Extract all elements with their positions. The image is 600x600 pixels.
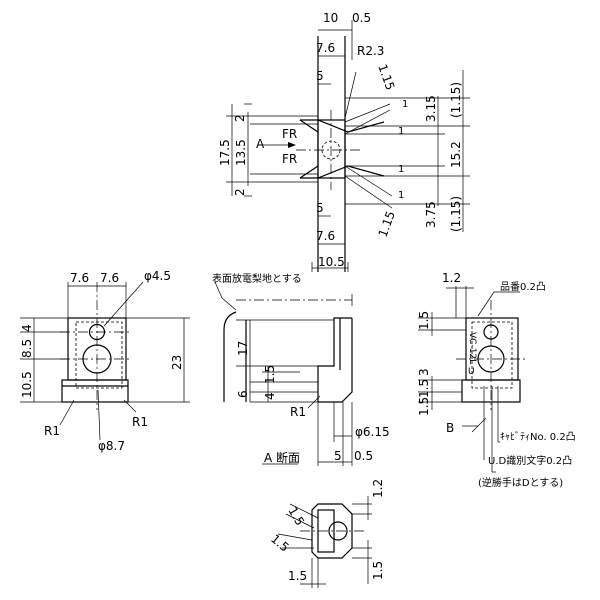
dim-6: 6	[236, 390, 250, 398]
dim-7-6-bottom: 7.6	[316, 229, 335, 243]
note-cavity: ｷｬﾋﾞﾃｨNo. 0.2凸	[500, 431, 576, 443]
engrave-text: VC-12L	[467, 332, 477, 364]
dim-1-5-a: 1.5	[417, 379, 431, 398]
dim-1-5-a: 1.5	[285, 505, 307, 529]
dim-1-5-c: 1.5	[288, 569, 307, 583]
dim-15-2: 15.2	[449, 141, 463, 168]
num-1-a: 1	[402, 99, 408, 110]
section-title: A 断面	[264, 450, 300, 465]
bottom-view: 1.5 1.2 1.5 1.5 1.5	[268, 479, 385, 588]
note-reverse: (逆勝手はDとする)	[478, 476, 563, 489]
dim-7-6-top: 7.6	[316, 41, 335, 55]
dim-17-5: 17.5	[218, 139, 232, 166]
dim-13-5: 13.5	[234, 139, 248, 166]
num-1-d: 1	[398, 190, 404, 201]
engrave-u: U	[468, 367, 475, 377]
dim-0-5: 0.5	[354, 449, 373, 463]
dim-3-75: 3.75	[424, 201, 438, 228]
dim-1-5: 1.5	[263, 365, 277, 384]
dim-phi-6-15: φ6.15	[355, 425, 390, 439]
label-fr-lower: FR	[282, 152, 297, 166]
dim-1-5-b: 1.5	[268, 532, 292, 555]
dim-7-6-right: 7.6	[100, 271, 119, 285]
front-view: 7.6 7.6 φ4.5 4 8.5 10.5 23 R1 R1 φ8.7	[20, 269, 190, 453]
label-a: A	[256, 137, 265, 151]
label-r1-right: R1	[132, 415, 148, 429]
dim-10: 10	[323, 11, 338, 25]
note-surface: 表面放電梨地とする	[212, 272, 302, 285]
dim-1-2: 1.2	[442, 271, 461, 285]
dim-3-15: 3.15	[424, 95, 438, 122]
dim-4: 4	[20, 324, 34, 332]
dim-1-5-b: 1.5	[417, 397, 431, 416]
side-view: VC-12L U 1.2 品番0.2凸 1.5 1.5 3 1.5 B ｷｬﾋﾞ…	[417, 271, 576, 489]
note-ud: U.D識別文字0.2凸	[488, 454, 572, 467]
dim-1-15-paren-lower: (1.15)	[449, 196, 463, 232]
dim-phi-4-5: φ4.5	[144, 269, 171, 283]
dim-r2-3: R2.3	[357, 44, 384, 58]
dim-5-bottom: 5	[316, 201, 324, 215]
label-r1: R1	[290, 405, 306, 419]
dim-phi-8-7: φ8.7	[98, 439, 125, 453]
top-view: 10 0.5 7.6 R2.3 5 1.15 2 3.15 (1.15) A F…	[218, 11, 470, 272]
dim-1-15-paren-upper: (1.15)	[449, 82, 463, 118]
dim-2-upper: 2	[233, 114, 247, 122]
dim-3: 3	[417, 368, 431, 376]
num-1-c: 1	[398, 164, 404, 175]
dim-7-6-left: 7.6	[70, 271, 89, 285]
dim-10-5: 10.5	[20, 371, 34, 398]
dim-23: 23	[170, 355, 184, 370]
dim-1-5-d: 1.5	[371, 561, 385, 580]
dim-1-2: 1.2	[371, 479, 385, 498]
dim-5-top: 5	[316, 69, 324, 83]
dim-5: 5	[334, 449, 342, 463]
label-r1-left: R1	[44, 424, 60, 438]
dim-2-lower: 2	[233, 188, 247, 196]
label-b: B	[446, 421, 454, 435]
dim-1-15-lower: 1.15	[376, 209, 398, 239]
dim-0-5-top: 0.5	[352, 11, 371, 25]
dim-1-15-upper: 1.15	[375, 62, 397, 92]
dim-8-5: 8.5	[20, 339, 34, 358]
num-1-b: 1	[398, 126, 404, 137]
dim-1-5-top: 1.5	[417, 311, 431, 330]
dim-10-5: 10.5	[318, 255, 345, 269]
dim-17: 17	[236, 341, 250, 356]
dim-4: 4	[263, 392, 277, 400]
note-part-no: 品番0.2凸	[500, 281, 546, 293]
label-fr-upper: FR	[282, 127, 297, 141]
section-view: 表面放電梨地とする 17 1.5 4 6 R1 φ6.15 5 0.5 A 断面	[212, 272, 390, 466]
